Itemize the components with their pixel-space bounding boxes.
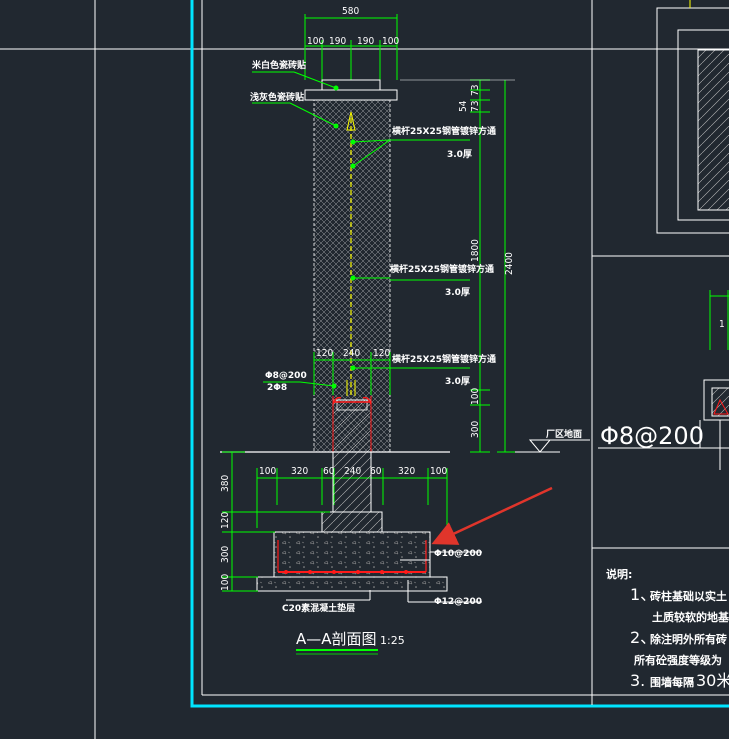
note-1b: 土质较软的地基处 — [652, 610, 729, 624]
label-rail-2: 横杆25X25钢管镀锌方通 — [390, 263, 494, 275]
right-detail-mid — [709, 290, 729, 350]
column-cap — [304, 79, 398, 101]
section-scale: 1:25 — [380, 634, 405, 647]
dim-mid-2: 240 — [343, 348, 360, 359]
note-3: 围墙每隔 — [650, 675, 694, 689]
concrete-pier — [332, 396, 372, 453]
dim-left-120: 120 — [220, 512, 231, 529]
dim-overall-width: 580 — [342, 6, 359, 17]
dim-right-100: 100 — [470, 388, 481, 405]
note-2: 除注明外所有砖 — [650, 632, 727, 646]
dim-right-300: 300 — [470, 421, 481, 438]
note-2b: 所有砼强度等级为 — [634, 653, 722, 667]
footing — [256, 451, 448, 592]
big-rebar-label: Φ8@200 — [600, 422, 704, 450]
dim-foot-5: 60 — [370, 466, 382, 477]
dim-right-73b: 73 — [470, 101, 481, 112]
label-base-pad: C20素混凝土垫层 — [282, 602, 355, 614]
label-ground: 厂区地面 — [546, 428, 582, 440]
label-stirrup: Φ8@200 — [265, 371, 307, 381]
dim-top-4: 100 — [382, 36, 399, 47]
section-title: A—A剖面图 — [296, 630, 377, 648]
dim-left-380: 380 — [220, 475, 231, 492]
notes-heading: 说明: — [606, 567, 632, 581]
right-detail-box — [598, 379, 729, 470]
label-rail-3-thk: 3.0厚 — [445, 376, 470, 387]
label-rail-1-thk: 3.0厚 — [447, 149, 472, 160]
dim-foot-6: 320 — [398, 466, 415, 477]
dim-left-300: 300 — [220, 546, 231, 563]
dim-foot-1: 100 — [259, 466, 276, 477]
top-dimensions — [304, 14, 398, 80]
left-dimensions — [222, 451, 330, 592]
dim-right-2400: 2400 — [504, 252, 515, 275]
callout-leaders — [252, 71, 470, 389]
note-2-num: 2、 — [630, 628, 656, 647]
note-1-num: 1、 — [630, 585, 656, 604]
label-bars: 2Φ8 — [267, 383, 287, 393]
dim-left-100: 100 — [220, 574, 231, 591]
dim-top-2: 190 — [329, 36, 346, 47]
dim-foot-3: 60 — [323, 466, 335, 477]
label-rail-3: 横杆25X25钢管镀锌方通 — [392, 353, 496, 365]
right-dimensions — [400, 79, 515, 453]
dim-right-73a: 73 — [470, 85, 481, 96]
label-bottom-bar: Φ10@200 — [434, 549, 482, 559]
dim-top-3: 190 — [357, 36, 374, 47]
right-detail-top — [656, 0, 729, 234]
dim-right-1800: 1800 — [470, 239, 481, 262]
annotation-arrow — [431, 486, 553, 545]
label-bottom-bar-2: Φ12@200 — [434, 597, 482, 607]
mid-dimensions — [313, 352, 391, 395]
notes-block: 说明: 1、 砖柱基础以实土 土质较软的地基处 2、 除注明外所有砖 所有砼强度… — [606, 567, 729, 690]
dim-right-detail: 1 — [719, 319, 725, 330]
label-rail-2-thk: 3.0厚 — [445, 287, 470, 298]
label-wall-finish: 浅灰色瓷砖贴 — [250, 91, 304, 103]
dim-top-1: 100 — [307, 36, 324, 47]
dim-mid-1: 120 — [316, 348, 333, 359]
dim-foot-7: 100 — [430, 466, 447, 477]
label-cap-finish: 米白色瓷砖贴 — [251, 59, 306, 71]
dim-foot-2: 320 — [291, 466, 308, 477]
ground-line — [220, 439, 590, 453]
footing-callout-leaders — [286, 551, 482, 603]
rebar-vertical — [346, 111, 356, 396]
dim-mid-3: 120 — [373, 348, 390, 359]
label-rail-1: 横杆25X25钢管镀锌方通 — [392, 125, 496, 137]
note-1: 砖柱基础以实土 — [650, 589, 727, 603]
note-3-big: 30米 — [696, 671, 729, 690]
dim-right-54: 54 — [458, 100, 469, 112]
note-3-num: 3. — [630, 671, 645, 690]
